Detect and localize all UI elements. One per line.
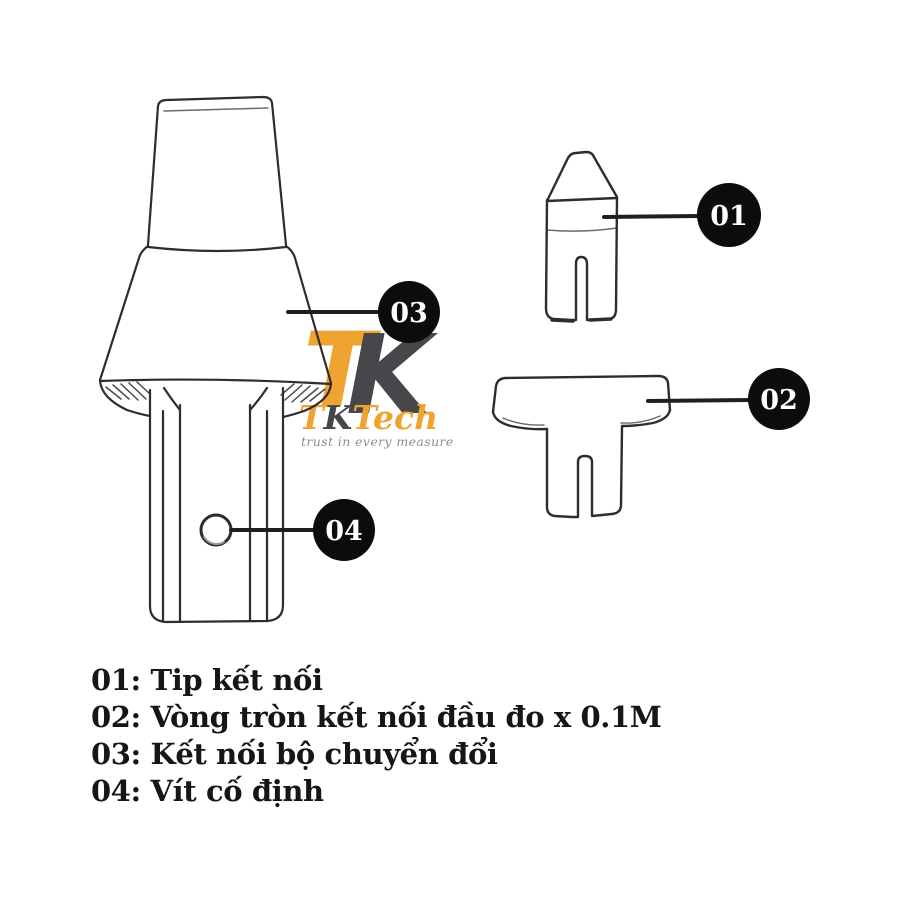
ring-stem-outline	[545, 425, 624, 519]
parts-legend: 01: Tip kết nối 02: Vòng tròn kết nối đầ…	[91, 662, 662, 810]
callout-markers: 01 02 03 04	[313, 183, 810, 561]
probe-funnel-right-curve	[248, 386, 269, 412]
probe-wing-hatching	[105, 381, 326, 403]
tip-roof-outline	[545, 150, 619, 203]
probe-cap-outline	[146, 95, 288, 247]
probe-barrel-outline	[148, 386, 285, 624]
tip-seam-line-2	[546, 227, 618, 232]
probe-funnel-left-curve	[162, 386, 182, 412]
probe-cone-bottom-edge	[98, 378, 333, 386]
ring-disc-lip-left	[502, 417, 545, 426]
probe-left-wing	[98, 379, 152, 418]
ring-disc-lip-right	[620, 415, 661, 424]
probe-assembly-drawing	[98, 95, 333, 624]
ring-disc-outline	[491, 374, 672, 414]
callout-leader-lines	[229, 214, 753, 532]
callout-02-leader	[646, 398, 753, 403]
screw-hole-shading	[203, 536, 225, 545]
logo-wordmark: TKTech	[299, 398, 438, 437]
legend-item-01: 01: Tip kết nối	[91, 663, 323, 697]
callout-01-leader	[602, 214, 702, 219]
probe-cone-left-edge	[98, 244, 150, 382]
callout-01-marker: 01	[697, 183, 761, 247]
probe-right-wing	[281, 382, 333, 419]
callout-01-label: 01	[710, 201, 748, 232]
probe-cone-right-edge	[284, 244, 333, 385]
tip-seam-line	[545, 196, 619, 203]
ring-disc-bottom-left	[491, 410, 549, 431]
probe-cap-bottom-seam	[146, 245, 288, 253]
callout-03-marker: 03	[378, 281, 440, 343]
legend-item-04: 04: Vít cố định	[91, 774, 324, 808]
ring-part-drawing	[491, 374, 672, 519]
screw-hole	[199, 513, 233, 547]
callout-02-marker: 02	[748, 368, 810, 430]
callout-02-label: 02	[760, 385, 798, 416]
logo-wordmark-tech: Tech	[352, 398, 438, 437]
logo-tagline: trust in every measure	[301, 434, 454, 449]
legend-item-02: 02: Vòng tròn kết nối đầu đo x 0.1M	[91, 700, 662, 734]
probe-cap-top-inner-line	[163, 107, 269, 112]
logo-wordmark-t: T	[299, 398, 326, 437]
legend-item-03: 03: Kết nối bộ chuyển đổi	[91, 737, 498, 771]
callout-03-label: 03	[390, 298, 428, 329]
ring-disc-bottom-right	[620, 408, 672, 428]
tip-bottom-edge	[550, 317, 613, 323]
logo-wordmark-k: K	[323, 398, 354, 437]
callout-04-label: 04	[325, 516, 363, 547]
callout-04-marker: 04	[313, 499, 375, 561]
tip-part-drawing	[544, 150, 619, 323]
